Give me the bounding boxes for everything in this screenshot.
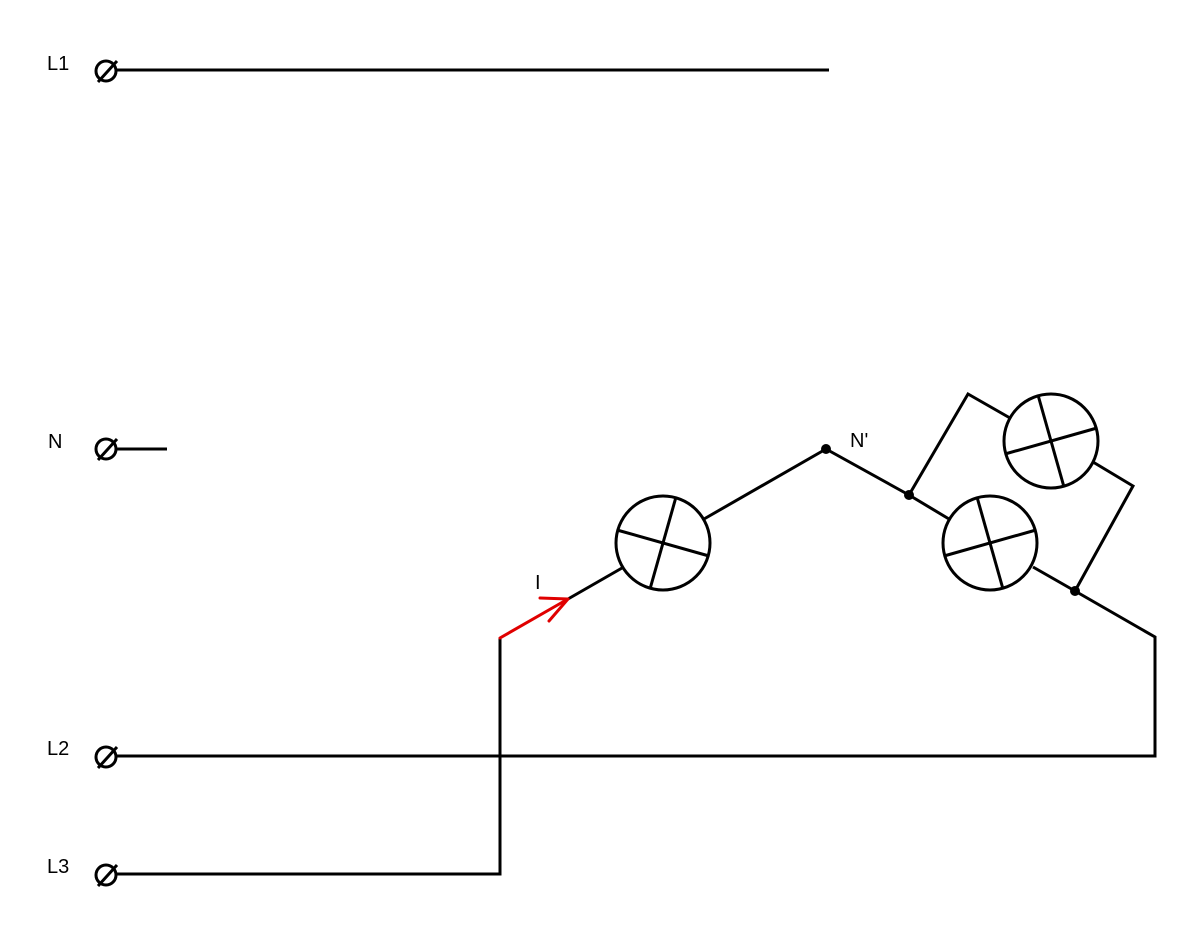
- lamp-3: [1002, 392, 1100, 490]
- wire-lamp1-to-star: [703, 447, 827, 521]
- star-point-label: N': [850, 430, 868, 452]
- terminal-l1-symbol: [94, 59, 119, 84]
- lamp-2: [941, 494, 1039, 592]
- junction-node-b: [1070, 586, 1080, 596]
- wire-lamp3-to-node-b: [1073, 460, 1136, 592]
- junction-node-a: [904, 490, 914, 500]
- wire-star-to-node-a: [825, 447, 910, 497]
- terminal-label-l1: L1: [47, 53, 69, 75]
- terminal-l2-symbol: [94, 745, 119, 770]
- lamp-1: [614, 494, 712, 592]
- terminal-label-l2: L2: [47, 738, 69, 760]
- current-arrow: [498, 596, 570, 640]
- wire-lamp2-to-node-b: [1032, 565, 1076, 593]
- current-label: I: [535, 572, 541, 594]
- terminal-label-n: N: [48, 431, 62, 453]
- wire-node-a-to-lamp2: [908, 493, 950, 521]
- terminal-l3-symbol: [94, 863, 119, 888]
- wire-node-a-to-lamp3: [907, 391, 1011, 496]
- wire-arrow-to-lamp1: [567, 566, 623, 601]
- terminal-n-symbol: [94, 437, 119, 462]
- wire-l3: [116, 638, 502, 876]
- wire-l2: [116, 589, 1157, 758]
- terminal-label-l3: L3: [47, 856, 69, 878]
- star-point-node: [821, 444, 831, 454]
